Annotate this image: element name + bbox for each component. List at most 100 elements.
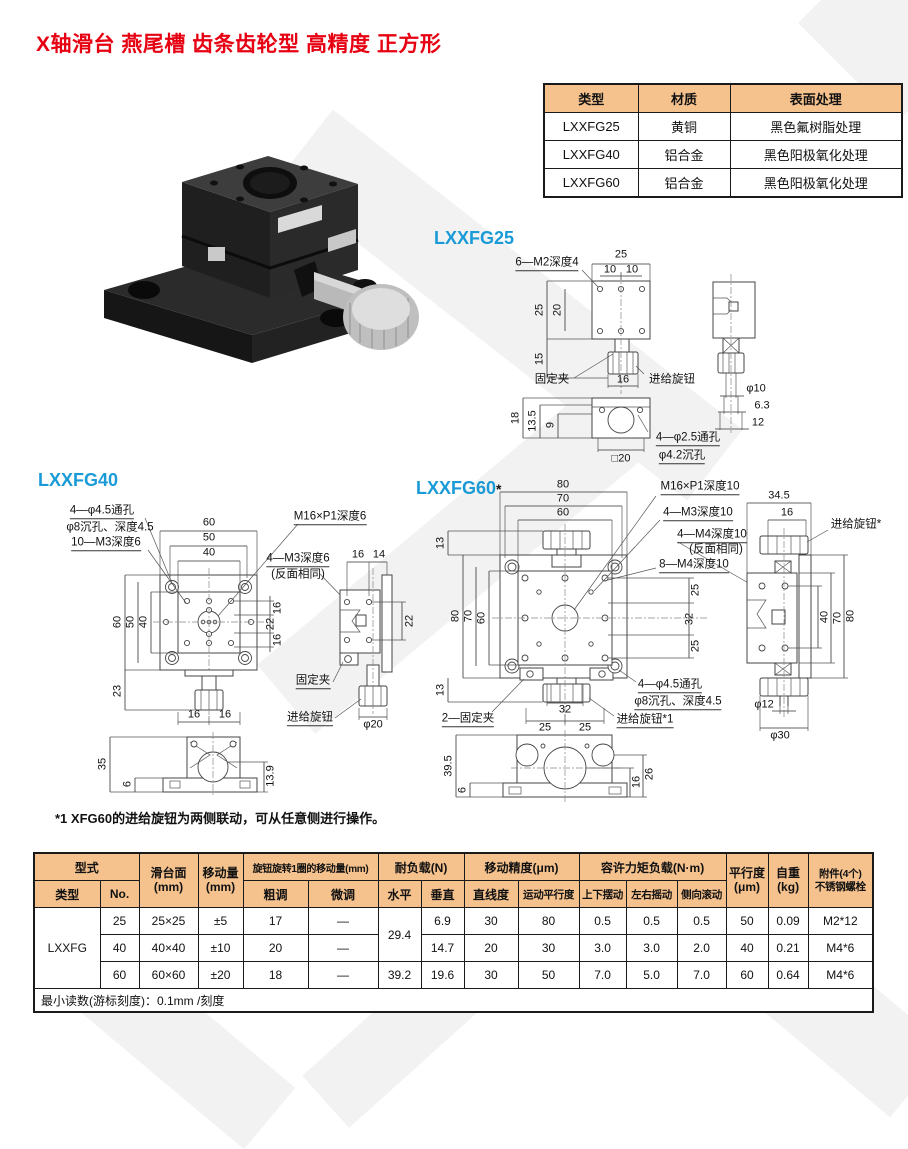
spec-cell: 30 — [517, 934, 580, 962]
spec-cell: 0.5 — [625, 907, 678, 935]
spec-cell: ±10 — [197, 934, 244, 962]
dim-label: 23 — [111, 684, 124, 698]
fg40-knob-label: 进给旋钮 — [287, 712, 333, 726]
col-header-type: 类型 — [33, 880, 101, 908]
spec-cell: 7.0 — [676, 961, 727, 989]
spec-cell: 0.09 — [767, 907, 809, 935]
col-header-surface: 滑台面(mm) — [138, 852, 199, 908]
dim-label: 80 — [844, 609, 857, 623]
dim-label: 6.3 — [754, 399, 770, 412]
dim-label: 22 — [264, 617, 277, 631]
spec-cell: 80 — [517, 907, 580, 935]
col-header-knob-group: 旋钮旋转1圈的移动量(mm) — [242, 852, 379, 881]
mat-col-surface: 表面处理 — [729, 83, 903, 113]
fg40-line-art — [109, 517, 406, 797]
spec-cell: ±20 — [197, 961, 244, 989]
mat-cell: LXXFG60 — [543, 168, 639, 198]
col-header-vertical: 垂直 — [420, 880, 465, 908]
dim-label: 4—φ4.5通孔 — [637, 679, 703, 693]
dim-label: (反面相同) — [271, 568, 325, 581]
dim-label: 13 — [434, 683, 447, 697]
fg25-clamp-label: 固定夹 — [534, 373, 570, 386]
spec-cell: — — [307, 934, 379, 962]
mat-cell: 黑色阳极氧化处理 — [729, 140, 903, 169]
mat-cell: 黑色阳极氧化处理 — [729, 168, 903, 198]
col-header-motion-parallel: 运动平行度 — [517, 880, 580, 908]
dim-label: 70 — [556, 492, 570, 505]
dim-label: 18 — [509, 411, 522, 425]
spec-cell: 17 — [242, 907, 309, 935]
spec-cell: 2.0 — [676, 934, 727, 962]
dim-label: φ12 — [754, 698, 774, 711]
spec-cell: 50 — [517, 961, 580, 989]
dim-label: (反面相同) — [689, 543, 743, 556]
table-row: 40 40×40 ±10 20 — 14.7 20 30 3.0 3.0 2.0… — [34, 934, 874, 962]
spec-cell: 25×25 — [138, 907, 199, 935]
mat-cell: LXXFG40 — [543, 140, 639, 169]
dim-label: 80 — [449, 609, 462, 623]
spec-cell: 19.6 — [420, 961, 465, 989]
drawing-lxxfg25: LXXFG25 — [432, 228, 908, 476]
dim-label: 26 — [643, 767, 656, 781]
dim-label: 60 — [556, 506, 570, 519]
spec-cell: 3.0 — [578, 934, 627, 962]
dim-label: 60 — [475, 611, 488, 625]
drawing-lxxfg60: LXXFG60* — [408, 478, 908, 828]
dim-label: 15 — [533, 352, 546, 366]
mat-col-material: 材质 — [637, 83, 731, 113]
col-header-accessory: 附件(4个)不锈钢螺栓 — [807, 852, 874, 908]
table-row: 60 60×60 ±20 18 — 39.2 19.6 30 50 7.0 5.… — [34, 961, 874, 989]
spec-cell: 39.2 — [377, 961, 422, 989]
dim-label: 32 — [683, 612, 696, 626]
dim-label: 80 — [556, 478, 570, 491]
dim-label: 4—M3深度6 — [266, 553, 330, 567]
product-photo — [82, 120, 422, 378]
spec-cell: M2*12 — [807, 907, 874, 935]
dim-label: φ20 — [363, 718, 383, 731]
table-row: LXXFG25 黄铜 黑色氟树脂处理 — [543, 112, 903, 141]
footnote-star: * — [496, 481, 502, 497]
dim-label: 25 — [689, 639, 702, 653]
dim-label: 10—M3深度6 — [71, 537, 141, 551]
dim-label: 34.5 — [768, 489, 790, 502]
spec-cell: — — [307, 961, 379, 989]
dim-label: φ4.2沉孔 — [658, 450, 706, 464]
fg60-knob-label: 进给旋钮*1 — [616, 714, 674, 728]
spec-cell: 40 — [725, 934, 769, 962]
spec-header-row-2: 类型 No. 粗调 微调 水平 垂直 直线度 运动平行度 上下摆动 左右摇动 侧… — [33, 880, 873, 908]
dim-label: 60 — [111, 615, 124, 629]
dim-label: 20 — [551, 303, 564, 317]
dim-label: 39.5 — [442, 755, 455, 777]
spec-cell: 60×60 — [138, 961, 199, 989]
dim-label: 16 — [271, 633, 284, 647]
col-header-travel: 移动量(mm) — [197, 852, 244, 908]
table-row: LXXFG60 铝合金 黑色阳极氧化处理 — [543, 168, 903, 198]
spec-cell: 3.0 — [625, 934, 678, 962]
spec-cell: 25 — [99, 907, 140, 935]
dim-label: 32 — [558, 703, 572, 716]
mat-cell: LXXFG25 — [543, 112, 639, 141]
dim-label: 40 — [202, 546, 216, 559]
dim-label: 60 — [202, 516, 216, 529]
dim-label: 4—M4深度10 — [677, 529, 747, 543]
col-header-coarse: 粗调 — [242, 880, 309, 908]
mat-col-type: 类型 — [543, 83, 639, 113]
dim-label: 13 — [434, 536, 447, 550]
spec-cell: ±5 — [197, 907, 244, 935]
dim-label: 10 — [625, 263, 639, 276]
dim-label: 50 — [124, 615, 137, 629]
dim-label: 16 — [780, 506, 794, 519]
dim-label: 16 — [351, 548, 365, 561]
spec-cell: 0.21 — [767, 934, 809, 962]
dim-label: 12 — [751, 416, 765, 429]
spec-cell: 18 — [242, 961, 309, 989]
spec-cell-model: LXXFG — [33, 907, 101, 989]
dim-label: □20 — [611, 452, 631, 465]
spec-cell: 14.7 — [420, 934, 465, 962]
fg60-sv-knob-label: 进给旋钮* — [830, 518, 882, 531]
col-header-weight: 自重(kg) — [767, 852, 809, 908]
dim-label: 25 — [689, 583, 702, 597]
dim-label: 13.5 — [526, 410, 539, 432]
spec-cell: 40×40 — [138, 934, 199, 962]
col-header-accuracy-group: 移动精度(μm) — [463, 852, 580, 881]
